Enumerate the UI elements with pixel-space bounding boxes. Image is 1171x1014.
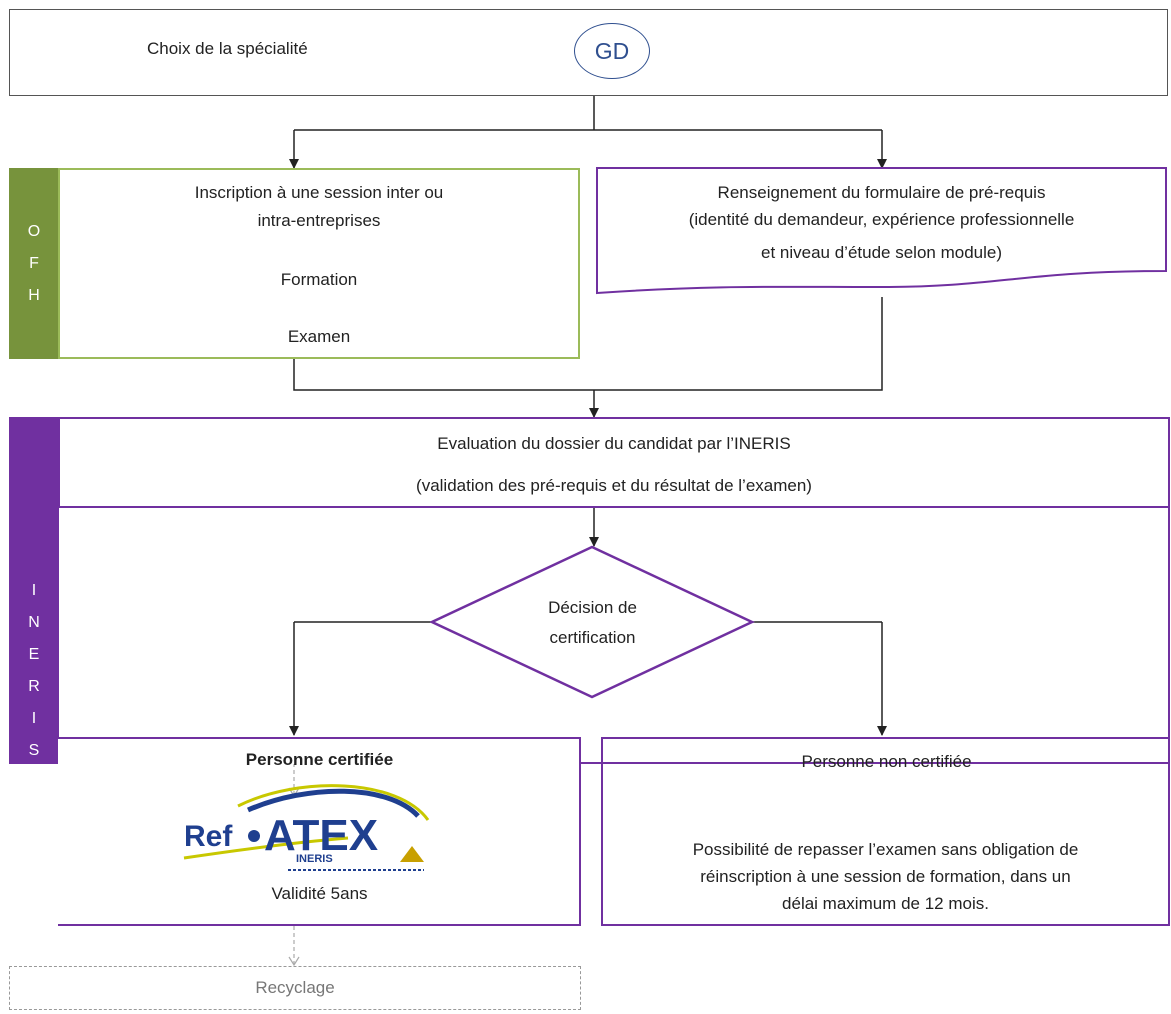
decision-line2: certification — [549, 628, 636, 647]
ineris-band-letter: I — [31, 710, 37, 727]
not-certified-line2: réinscription à une session de formation… — [700, 867, 1071, 886]
registration-box: Inscription à une session inter ou intra… — [58, 168, 580, 359]
registration-line1: Inscription à une session inter ou — [194, 183, 444, 202]
not-certified-box: Personne non certifiée — [601, 737, 1170, 771]
exam-label: Examen — [287, 327, 351, 346]
not-certified-line1: Possibilité de repasser l’examen sans ob… — [692, 840, 1079, 859]
ineris-band-letter: R — [28, 678, 40, 695]
ofh-band-letter: F — [29, 255, 39, 272]
certified-content — [58, 737, 581, 764]
refatex-logo: Ref ATEX INERIS — [183, 784, 430, 871]
ineris-band-letter: E — [28, 646, 40, 663]
connector-header — [294, 95, 882, 131]
logo-warning-icon — [400, 846, 424, 862]
certified-validity: Validité 5ans — [271, 884, 368, 903]
evaluation-box: Evaluation du dossier du candidat par l’… — [58, 417, 1170, 508]
ofh-band-letter: O — [27, 223, 41, 240]
gd-badge-label: GD — [594, 37, 630, 64]
ineris-band-letter: S — [28, 742, 40, 759]
logo-dot — [248, 830, 260, 842]
recycling-label: Recyclage — [255, 978, 335, 997]
recycling-dashed-box: Recyclage — [9, 966, 581, 1010]
prerequisite-line2: (identité du demandeur, expérience profe… — [688, 210, 1075, 229]
ineris-band-letter: I — [31, 582, 37, 599]
decision-line1: Décision de — [548, 598, 637, 617]
specialty-choice-box: Choix de la spécialité GD — [9, 9, 1168, 96]
prerequisite-line3: et niveau d’étude selon module) — [761, 243, 1002, 262]
ofh-band-letter: H — [28, 287, 40, 304]
logo-ref-text: Ref — [184, 820, 233, 853]
evaluation-line2: (validation des pré-requis et du résulta… — [416, 476, 812, 495]
ofh-band: O F H — [9, 168, 59, 359]
evaluation-line1: Evaluation du dossier du candidat par l’… — [437, 434, 791, 453]
not-certified-line3: délai maximum de 12 mois. — [782, 894, 989, 913]
training-label: Formation — [280, 270, 358, 289]
decision-diamond — [430, 545, 755, 699]
prerequisite-line1: Renseignement du formulaire de pré-requi… — [717, 183, 1046, 202]
specialty-choice-label: Choix de la spécialité — [147, 39, 308, 58]
ineris-band: I N E R I S — [9, 417, 59, 764]
logo-atex-text: ATEX — [264, 811, 378, 860]
recycling-arrow — [288, 926, 300, 967]
logo-ineris-text: INERIS — [296, 853, 333, 865]
ineris-band-letter: N — [28, 614, 40, 631]
gd-badge: GD — [574, 23, 650, 79]
certified-title: Personne certifiée — [245, 750, 394, 769]
not-certified-title: Personne non certifiée — [801, 752, 972, 771]
connector-merge — [293, 297, 883, 391]
certified-result-body: Personne certifiée — [58, 737, 581, 769]
certified-result-box — [58, 737, 581, 764]
prerequisite-form-shape — [596, 167, 1167, 295]
registration-line2: intra-entreprises — [257, 211, 381, 230]
